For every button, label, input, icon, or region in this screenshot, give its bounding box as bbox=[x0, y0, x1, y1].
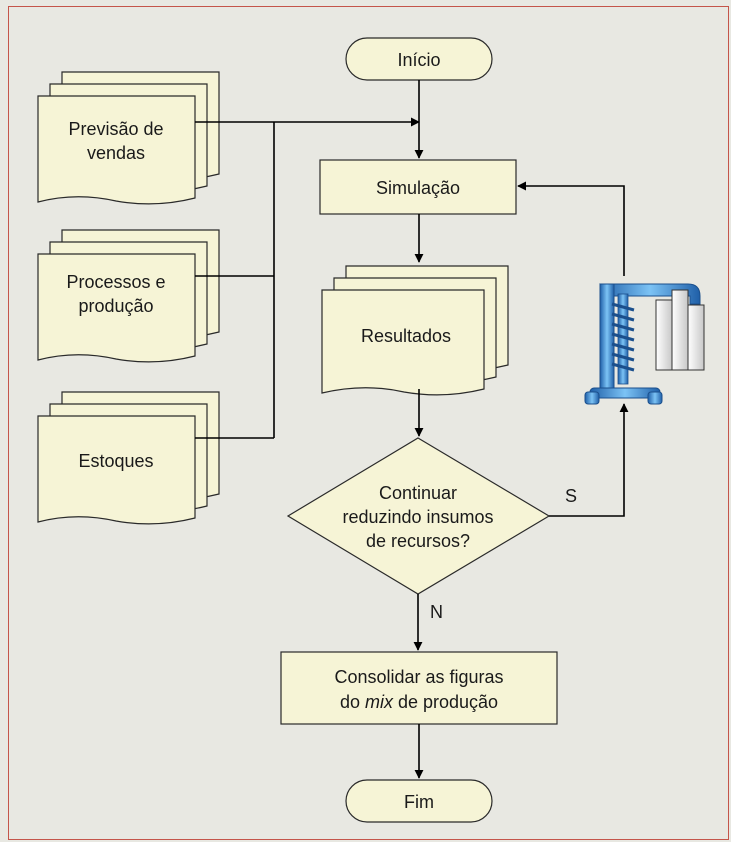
input-forecast-doc: Previsão de vendas bbox=[37, 71, 220, 205]
simulation-box: Simulação bbox=[319, 159, 517, 215]
no-label: N bbox=[430, 602, 443, 622]
decision-line3: de recursos? bbox=[366, 531, 470, 551]
decision-line2: reduzindo insumos bbox=[342, 507, 493, 527]
decision-diamond: Continuar reduzindo insumos de recursos? bbox=[286, 437, 551, 595]
start-terminator: Início bbox=[345, 37, 493, 81]
forecast-label-line1: Previsão de bbox=[68, 119, 163, 139]
compress-chart-icon bbox=[584, 283, 705, 405]
end-terminator: Fim bbox=[345, 779, 493, 823]
input-processes-doc: Processos e produção bbox=[37, 229, 220, 363]
loop-to-simulation-arrow bbox=[517, 181, 625, 276]
yes-label: S bbox=[565, 486, 577, 506]
end-label: Fim bbox=[404, 792, 434, 812]
input-stock-doc: Estoques bbox=[37, 391, 220, 525]
decision-line1: Continuar bbox=[379, 483, 457, 503]
results-doc: Resultados bbox=[321, 265, 509, 396]
forecast-label-line2: vendas bbox=[87, 143, 145, 163]
start-label: Início bbox=[397, 50, 440, 70]
consolidate-line2: do mix de produção bbox=[340, 692, 498, 712]
stock-label: Estoques bbox=[78, 451, 153, 471]
simulation-label: Simulação bbox=[376, 178, 460, 198]
results-label: Resultados bbox=[361, 326, 451, 346]
consolidate-line1: Consolidar as figuras bbox=[334, 667, 503, 687]
consolidate-box: Consolidar as figuras do mix de produção bbox=[280, 651, 558, 725]
yes-branch-arrow bbox=[549, 403, 629, 517]
processes-label-line2: produção bbox=[78, 296, 153, 316]
processes-label-line1: Processos e bbox=[66, 272, 165, 292]
